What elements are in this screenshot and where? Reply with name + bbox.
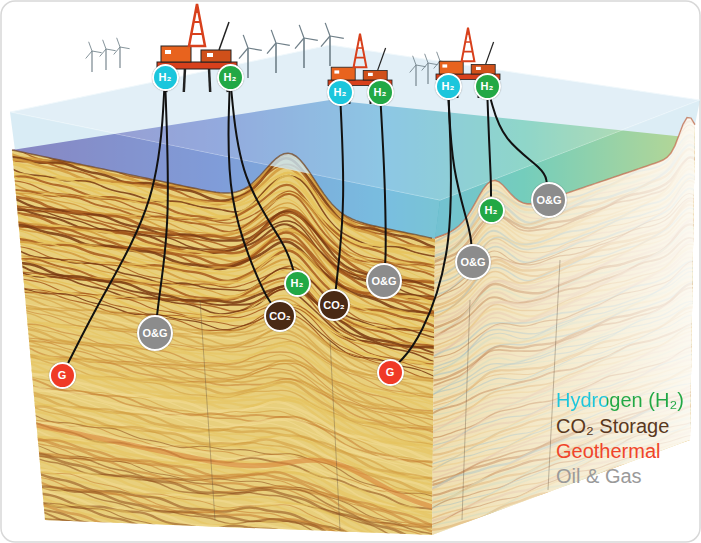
well-target-circle: O&G (137, 315, 173, 351)
well-target-circle: H₂ (474, 73, 501, 100)
fault-line (462, 300, 470, 520)
node-label: G (386, 366, 395, 378)
well-target-circle: H₂ (217, 64, 244, 91)
well-target-circle: H₂ (435, 73, 462, 100)
wind-turbine (86, 42, 102, 72)
well-target-circle: CO₂ (264, 300, 296, 332)
wind-turbine (321, 23, 344, 66)
well-target-circle: O&G (531, 182, 567, 218)
well-target-circle: H₂ (327, 79, 354, 106)
well-target-circle: H₂ (367, 79, 394, 106)
node-label: H₂ (224, 71, 237, 83)
well-target-circle: H₂ (478, 197, 505, 224)
node-label: O&G (371, 275, 396, 287)
well-path (449, 99, 472, 244)
node-label: O&G (460, 256, 485, 268)
well-path (231, 90, 293, 270)
legend-entry: Hydrogen (H₂) (556, 388, 684, 412)
wind-turbine (267, 30, 290, 73)
well-target-circle: CO₂ (318, 289, 350, 321)
offshore-platform (157, 4, 237, 92)
well-path (491, 99, 547, 182)
well-path (381, 105, 386, 263)
well-path (157, 90, 168, 315)
node-label: H₂ (334, 86, 347, 98)
node-label: O&G (142, 327, 167, 339)
wind-turbine (295, 25, 318, 68)
node-label: CO₂ (323, 299, 344, 311)
well-target-circle: O&G (366, 263, 402, 299)
node-label: G (58, 369, 67, 381)
wind-turbine (422, 54, 438, 84)
wind-turbine (410, 56, 426, 86)
wind-turbine (114, 38, 130, 68)
well-target-circle: H₂ (152, 64, 179, 91)
node-label: H₂ (291, 277, 304, 289)
node-label: O&G (536, 194, 561, 206)
well-path (336, 105, 343, 289)
node-label: H₂ (374, 86, 387, 98)
well-target-circle: G (49, 362, 76, 389)
well-target-circle: H₂ (284, 270, 311, 297)
legend-entry: Oil & Gas (556, 464, 642, 488)
legend-entry: Geothermal (556, 439, 661, 463)
node-label: H₂ (485, 204, 498, 216)
well-path (399, 99, 451, 362)
wind-turbine (100, 40, 116, 70)
offshore-platform (328, 34, 392, 104)
sea-surface (10, 45, 700, 200)
legend-entry: CO₂ Storage (556, 414, 669, 438)
node-label: H₂ (481, 80, 494, 92)
well-target-circle: O&G (455, 244, 491, 280)
well-path (488, 99, 492, 196)
node-label: H₂ (442, 80, 455, 92)
fault-line (330, 340, 340, 530)
node-label: H₂ (159, 71, 172, 83)
node-label: CO₂ (269, 310, 290, 322)
offshore-platform (436, 28, 500, 98)
fault-line (200, 300, 215, 520)
well-target-circle: G (377, 359, 404, 386)
